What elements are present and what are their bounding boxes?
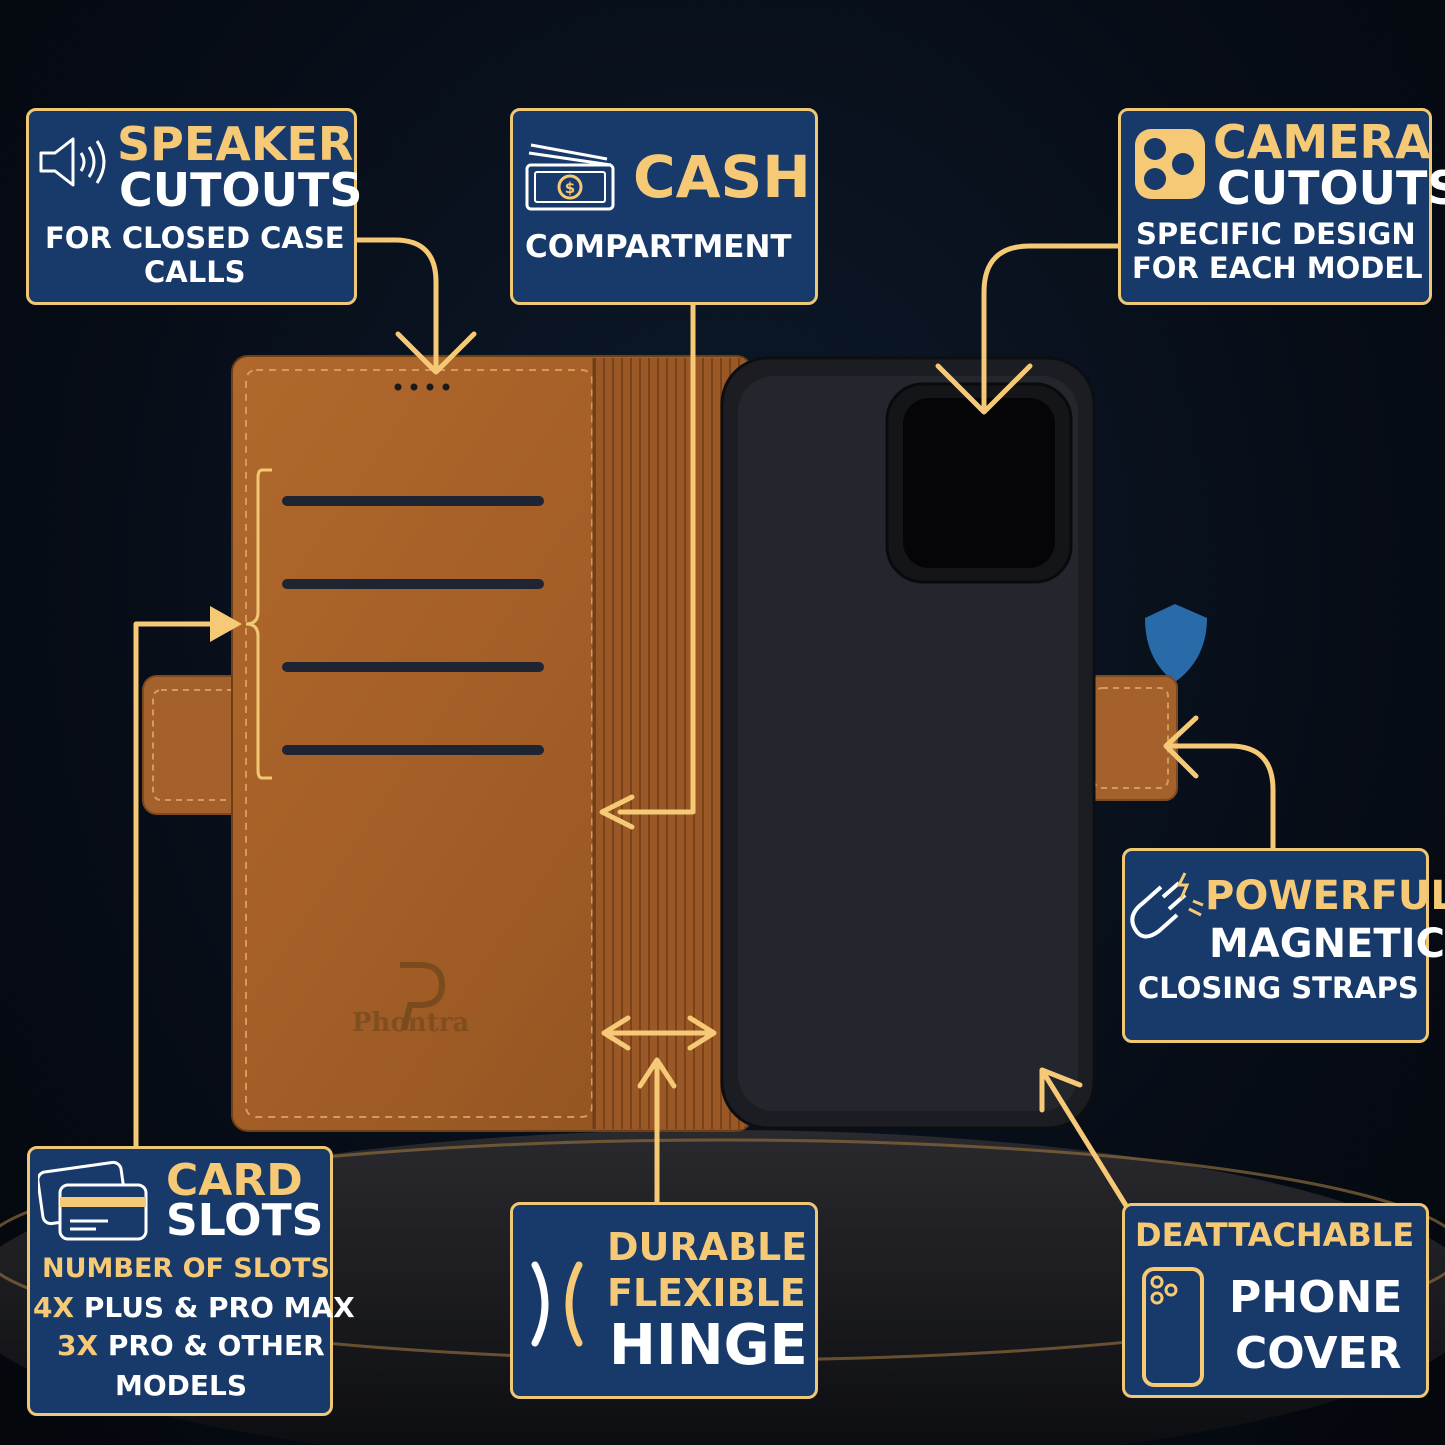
brand-name: Phontra [352,1008,470,1038]
magnetic-title-1: POWERFUL [1205,873,1445,919]
camera-title-2: CUTOUTS [1217,161,1445,215]
cash-icon: $ [525,143,615,211]
cover-feature-box: DEATTACHABLE PHONE COVER [1122,1203,1429,1398]
speaker-line-1: FOR CLOSED CASE [45,221,345,255]
camera-line-2: FOR EACH MODEL [1132,251,1423,285]
speaker-hole [410,383,418,391]
card-line-4: MODELS [115,1369,248,1402]
speaker-title-1: SPEAKER [117,117,354,171]
hinge-title-1: DURABLE [607,1225,808,1269]
speaker-hole [442,383,450,391]
card-slot [282,579,544,589]
camera-line-1: SPECIFIC DESIGN [1136,217,1416,251]
card-line-2: 4X PLUS & PRO MAX [33,1291,355,1324]
card-slot [282,745,544,755]
camera-icon [1135,129,1205,199]
magnetic-line-1: CLOSING STRAPS [1138,971,1419,1005]
speaker-hole [426,383,434,391]
cover-title-2: PHONE [1229,1272,1403,1323]
card-title-1: CARD [166,1155,303,1206]
magnet-icon [1130,872,1204,939]
card-count-3x: 3X [57,1329,99,1362]
hinge-icon [531,1261,583,1347]
hinge-title-2: FLEXIBLE [607,1271,806,1315]
card-slot [282,662,544,672]
cover-title-3: COVER [1235,1328,1402,1379]
phone-icon [1142,1267,1204,1387]
camera-feature-box: CAMERA CUTOUTS SPECIFIC DESIGN FOR EACH … [1118,108,1445,305]
magnetic-feature-box: POWERFUL MAGNETIC CLOSING STRAPS [1122,848,1445,1043]
cover-title-1: DEATTACHABLE [1135,1216,1415,1254]
brand-logo [400,962,446,1031]
card-icon [38,1160,148,1241]
connector-arrows [133,237,1276,1215]
svg-text:$: $ [565,179,575,197]
card-count-4x: 4X [33,1291,75,1324]
speaker-hole [394,383,402,391]
card-line-3: 3X PRO & OTHER [57,1329,325,1362]
speaker-icon [39,137,106,187]
slot-bracket [245,468,272,780]
card-title-2: SLOTS [166,1195,324,1246]
hinge-feature-box: DURABLE FLEXIBLE HINGE [510,1202,818,1399]
speaker-line-2: CALLS [144,255,246,289]
cash-line-1: COMPARTMENT [525,229,792,265]
strap-right [1084,675,1178,801]
card-slot [282,496,544,506]
camera-title-1: CAMERA [1213,115,1431,169]
cash-title: CASH [633,143,811,211]
hinge-area [594,358,744,1129]
speaker-title-2: CUTOUTS [119,163,363,217]
hinge-title-3: HINGE [609,1313,808,1378]
speaker-feature-box: SPEAKER CUTOUTS FOR CLOSED CASE CALLS [26,108,362,305]
magnetic-title-2: MAGNETIC [1209,921,1445,967]
card-line-1: NUMBER OF SLOTS [42,1253,330,1284]
card-feature-box: CARD SLOTS NUMBER OF SLOTS 4X PLUS & PRO… [27,1146,355,1416]
shield-icon [1145,604,1207,682]
card-line-2-text: PLUS & PRO MAX [74,1291,355,1324]
card-line-3-text: PRO & OTHER [98,1329,325,1362]
cash-feature-box: $ CASH COMPARTMENT [510,108,818,305]
